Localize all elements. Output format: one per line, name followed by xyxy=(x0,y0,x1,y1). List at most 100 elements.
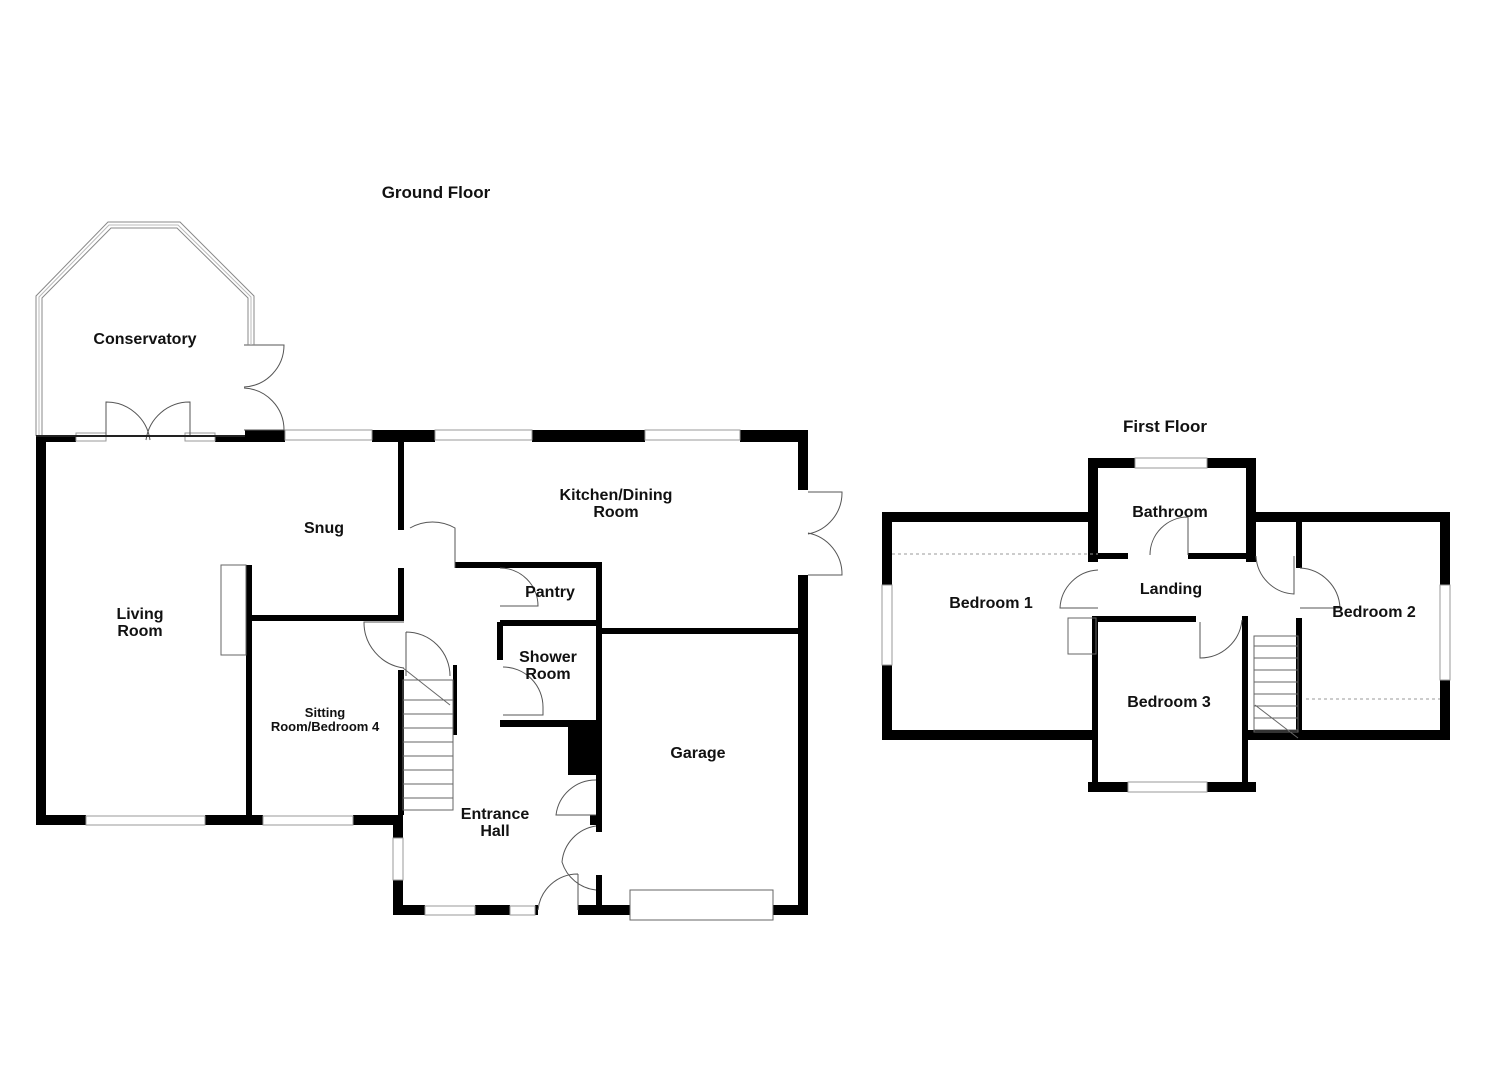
door[interactable] xyxy=(405,631,451,677)
door[interactable] xyxy=(561,825,597,891)
wall xyxy=(398,568,404,620)
door[interactable] xyxy=(1299,567,1341,609)
first-floor-title: First Floor xyxy=(1123,417,1207,436)
door[interactable] xyxy=(145,401,191,441)
window xyxy=(881,584,893,666)
wall xyxy=(1088,458,1135,468)
window xyxy=(262,815,354,826)
wall xyxy=(798,430,808,490)
room-label-hall: Hall xyxy=(480,823,509,840)
fireplace xyxy=(1067,617,1097,655)
stair-arrow xyxy=(402,667,451,706)
wall xyxy=(398,670,404,815)
door[interactable] xyxy=(405,521,456,568)
wall xyxy=(882,665,892,740)
stair-arrow xyxy=(1254,704,1299,739)
doors xyxy=(105,344,1341,911)
door[interactable] xyxy=(1199,619,1243,659)
door[interactable] xyxy=(537,873,579,911)
wall xyxy=(740,430,808,442)
wall xyxy=(600,628,798,634)
door[interactable] xyxy=(1149,516,1189,556)
wall xyxy=(596,875,602,910)
wall xyxy=(590,815,602,825)
room-label-kitchen: Kitchen/Dining xyxy=(560,487,673,504)
room-label-sitting: Sitting xyxy=(305,705,345,720)
door[interactable] xyxy=(807,491,843,535)
wall xyxy=(1098,616,1196,622)
wall xyxy=(798,575,808,915)
wall xyxy=(475,905,510,915)
wall xyxy=(773,905,808,915)
wall xyxy=(535,905,538,915)
door[interactable] xyxy=(1255,555,1295,595)
wall xyxy=(578,905,630,915)
wall xyxy=(453,665,457,735)
window xyxy=(1134,457,1208,469)
wall xyxy=(1098,553,1128,559)
room-label-shower: Room xyxy=(525,666,570,683)
walls xyxy=(36,430,1450,915)
wall xyxy=(500,720,600,727)
conservatory-glazing-mid xyxy=(38,224,252,436)
room-label-sitting: Room/Bedroom 4 xyxy=(271,719,380,734)
door[interactable] xyxy=(807,532,843,576)
wall xyxy=(205,815,263,825)
wall xyxy=(36,436,76,442)
staircase xyxy=(1253,635,1299,733)
room-label-landing: Landing xyxy=(1140,581,1202,598)
window xyxy=(434,429,533,441)
room-label-bedroom2: Bedroom 2 xyxy=(1332,604,1416,621)
wall xyxy=(882,512,892,585)
stair-outline xyxy=(1253,635,1299,733)
window xyxy=(424,905,476,916)
room-label-living: Living xyxy=(116,606,163,623)
room-label-pantry: Pantry xyxy=(525,584,575,601)
room-label-shower: Shower xyxy=(519,649,577,666)
window xyxy=(509,905,536,916)
room-label-snug: Snug xyxy=(304,520,344,537)
door[interactable] xyxy=(502,666,544,716)
wall xyxy=(1088,782,1128,792)
stair-outline xyxy=(402,679,454,811)
room-label-bedroom3: Bedroom 3 xyxy=(1127,694,1211,711)
wall xyxy=(393,880,403,915)
wall xyxy=(246,615,404,621)
room-label-bedroom1: Bedroom 1 xyxy=(949,595,1033,612)
door[interactable] xyxy=(243,387,285,431)
wall xyxy=(568,727,598,775)
wall xyxy=(353,815,403,825)
wall xyxy=(1207,458,1256,468)
wall xyxy=(1092,616,1098,792)
door[interactable] xyxy=(499,567,539,607)
door[interactable] xyxy=(105,401,151,441)
conservatory-glazing-inner xyxy=(41,227,249,436)
garage-door[interactable] xyxy=(629,889,774,921)
wall xyxy=(1246,730,1450,740)
wall xyxy=(36,815,86,825)
room-label-conservatory: Conservatory xyxy=(93,331,196,348)
window xyxy=(1439,584,1451,681)
staircase xyxy=(402,679,454,811)
wall xyxy=(455,562,600,568)
wall xyxy=(398,442,404,530)
wall xyxy=(1440,512,1450,585)
room-label-living: Room xyxy=(117,623,162,640)
room-label-hall: Entrance xyxy=(461,806,530,823)
door[interactable] xyxy=(363,621,405,669)
wall xyxy=(393,815,403,838)
window xyxy=(1127,781,1208,793)
door[interactable] xyxy=(555,779,597,816)
wall xyxy=(393,905,425,915)
wall xyxy=(246,565,252,815)
wall xyxy=(372,430,435,442)
door[interactable] xyxy=(243,344,285,388)
wall xyxy=(1440,680,1450,740)
fixtures xyxy=(35,221,1440,921)
wall xyxy=(1246,458,1256,562)
room-label-garage: Garage xyxy=(670,745,725,762)
door[interactable] xyxy=(1059,569,1099,609)
wall xyxy=(532,430,645,442)
wall xyxy=(245,430,285,442)
wall xyxy=(1246,512,1450,522)
